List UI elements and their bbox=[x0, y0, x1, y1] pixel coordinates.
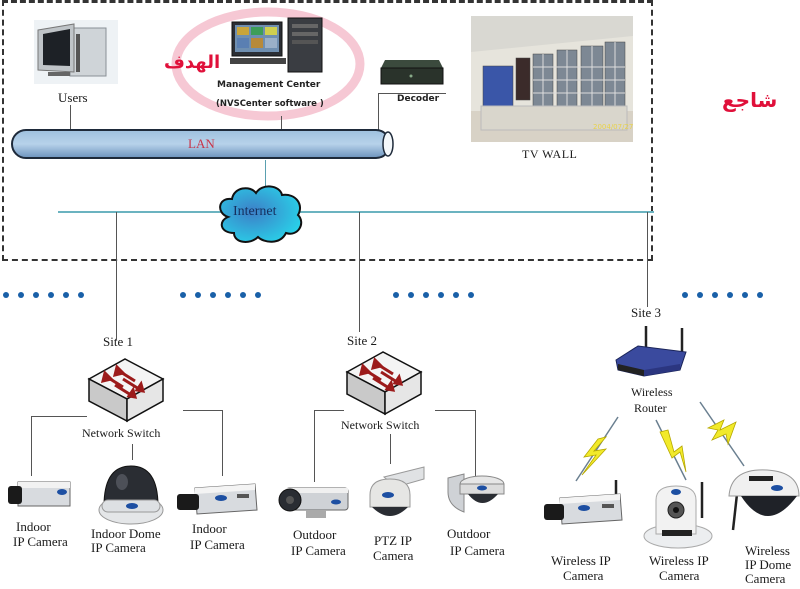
site3-camera3-label-line1: Wireless bbox=[745, 543, 790, 558]
site2-center-drop bbox=[390, 434, 391, 464]
management-center-computer-icon bbox=[230, 17, 323, 73]
target-annotation: الهدف bbox=[164, 52, 221, 73]
site2-outdoor-ip-camera-1-icon bbox=[278, 487, 349, 518]
users-computer-icon bbox=[34, 20, 118, 84]
site3-uplink bbox=[647, 212, 648, 307]
separator-dots-3 bbox=[393, 292, 474, 298]
lan-label: LAN bbox=[188, 136, 215, 151]
site1-camera1-label-line1: Indoor bbox=[16, 519, 51, 534]
site1-indoor-ip-camera-1-icon bbox=[8, 481, 71, 507]
lan-pipe bbox=[11, 129, 394, 159]
tv-wall-timestamp: 2004/07/27 bbox=[593, 123, 633, 131]
wireless-signal-bolt-3-icon bbox=[699, 401, 745, 467]
wireless-signal-bolt-2-icon bbox=[655, 419, 687, 481]
site2-left-drop bbox=[314, 410, 315, 482]
site3-camera3-label-line3: Camera bbox=[745, 571, 786, 586]
site3-router-label-line2: Router bbox=[634, 401, 667, 415]
site1-indoor-ip-camera-2-icon bbox=[177, 483, 258, 515]
separator-dots-2 bbox=[180, 292, 261, 298]
site1-left-drop bbox=[31, 416, 32, 476]
management-software-label: (NVSCenter software ) bbox=[216, 99, 324, 109]
wan-backbone-line bbox=[58, 211, 654, 213]
site1-camera2-label-line1: Indoor Dome bbox=[91, 526, 161, 541]
site2-right-drop bbox=[475, 410, 476, 476]
lan-internet-link bbox=[265, 160, 266, 192]
site3-router-label-line1: Wireless bbox=[631, 385, 673, 399]
separator-dots-4 bbox=[682, 292, 763, 298]
separator-dots-1 bbox=[3, 292, 84, 298]
site2-ptz-ip-camera-icon bbox=[369, 466, 425, 516]
site1-left-branch bbox=[31, 416, 87, 417]
headquarters-boundary bbox=[2, 0, 653, 261]
decoder-label: Decoder bbox=[397, 94, 440, 104]
internet-label: Internet bbox=[233, 204, 277, 219]
site2-camera1-label-line2: IP Camera bbox=[291, 543, 346, 558]
site1-switch-label: Network Switch bbox=[82, 426, 161, 440]
site2-camera3-label-line2: IP Camera bbox=[450, 543, 505, 558]
internet-cloud-icon bbox=[219, 185, 303, 243]
site2-uplink bbox=[359, 212, 360, 332]
highlight-circle bbox=[171, 7, 365, 121]
site2-label: Site 2 bbox=[347, 333, 377, 348]
site2-camera2-label-line2: Camera bbox=[373, 548, 414, 563]
site3-wireless-router-icon bbox=[615, 326, 687, 377]
site2-right-branch bbox=[435, 410, 475, 411]
site1-camera3-label-line1: Indoor bbox=[192, 521, 227, 536]
site2-camera3-label-line1: Outdoor bbox=[447, 526, 491, 541]
site3-wireless-ip-camera-2-icon bbox=[643, 482, 713, 549]
site2-camera2-label-line1: PTZ IP bbox=[374, 533, 412, 548]
site1-center-drop bbox=[132, 444, 133, 460]
site1-indoor-dome-camera-icon bbox=[98, 465, 164, 525]
site1-network-switch-icon bbox=[87, 358, 165, 423]
decoder-lan-link bbox=[378, 93, 379, 131]
site1-camera2-label-line2: IP Camera bbox=[91, 540, 146, 555]
site1-label: Site 1 bbox=[103, 334, 133, 349]
users-lan-link bbox=[70, 105, 71, 131]
site1-camera1-label-line2: IP Camera bbox=[13, 534, 68, 549]
tv-wall-label: TV WALL bbox=[522, 147, 578, 161]
site3-camera2-label-line2: Camera bbox=[659, 568, 700, 583]
site2-camera1-label-line1: Outdoor bbox=[293, 527, 337, 542]
site1-camera3-label-line2: IP Camera bbox=[190, 537, 245, 552]
site2-outdoor-ip-camera-2-icon bbox=[447, 473, 505, 513]
site3-wireless-ip-dome-camera-icon bbox=[728, 469, 800, 531]
site1-right-drop bbox=[222, 410, 223, 476]
management-lan-link bbox=[281, 116, 282, 131]
site2-switch-label: Network Switch bbox=[341, 418, 420, 432]
decoder-underline bbox=[378, 93, 446, 94]
site2-left-branch bbox=[314, 410, 344, 411]
site1-uplink bbox=[116, 212, 117, 340]
site1-right-branch bbox=[183, 410, 223, 411]
decoder-icon bbox=[380, 60, 444, 85]
site3-camera1-label-line2: Camera bbox=[563, 568, 604, 583]
site3-camera2-label-line1: Wireless IP bbox=[649, 553, 709, 568]
site3-camera3-label-line2: IP Dome bbox=[745, 557, 792, 572]
users-label: Users bbox=[58, 90, 88, 105]
management-center-label: Management Center bbox=[217, 80, 321, 90]
courage-annotation: شاجع bbox=[722, 88, 778, 112]
site3-camera1-label-line1: Wireless IP bbox=[551, 553, 611, 568]
site3-wireless-ip-camera-1-icon bbox=[544, 480, 623, 525]
site2-network-switch-icon bbox=[345, 351, 423, 416]
wireless-signal-bolt-1-icon bbox=[575, 416, 619, 482]
site3-label: Site 3 bbox=[631, 305, 661, 320]
tv-wall-photo: 2004/07/27 bbox=[471, 16, 633, 142]
